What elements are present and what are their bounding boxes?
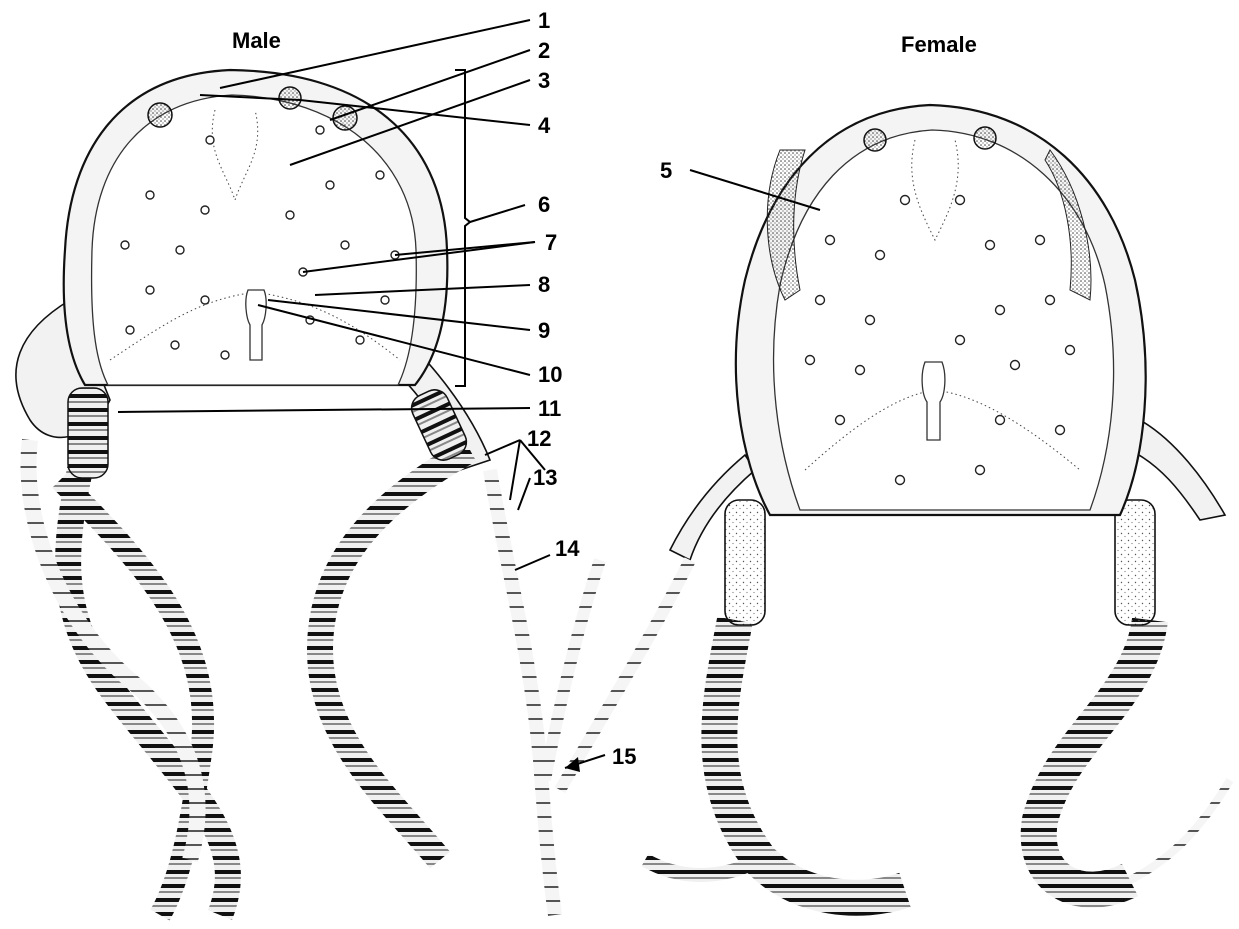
label-9: 9 (538, 318, 550, 343)
male-tentacle-3 (28, 440, 197, 860)
label-3: 3 (538, 68, 550, 93)
label-11: 11 (538, 396, 561, 421)
label-10: 10 (538, 362, 562, 387)
label-8: 8 (538, 272, 550, 297)
female-tentacle-right (1039, 620, 1150, 890)
male-rhopalium-left (148, 103, 172, 127)
label-15: 15 (612, 744, 636, 769)
leader-2 (330, 50, 530, 120)
title-male: Male (232, 28, 281, 53)
male-rhopalium-center (279, 87, 301, 109)
female-tentacle-tip-right (1130, 780, 1230, 880)
male-tentacle-4 (320, 450, 470, 860)
label-5: 5 (660, 158, 672, 183)
label-6: 6 (538, 192, 550, 217)
male-tentacle-5 (490, 470, 555, 915)
label-2: 2 (538, 38, 550, 63)
leader-11 (118, 408, 530, 412)
female-rhopalium-right (974, 127, 996, 149)
leader-14 (515, 555, 550, 570)
title-female: Female (901, 32, 977, 57)
label-1: 1 (538, 8, 550, 33)
label-12: 12 (527, 426, 551, 451)
female-tentacle-left (719, 620, 905, 898)
leader-12a (485, 440, 520, 455)
female-animal (560, 105, 1230, 898)
leader-6 (470, 205, 525, 222)
leader-13 (518, 478, 530, 510)
label-4: 4 (538, 113, 551, 138)
female-leg-left (725, 500, 765, 625)
label-7: 7 (545, 230, 557, 255)
male-tentacle-base-left (68, 388, 108, 478)
female-rhopalium-left (864, 129, 886, 151)
male-animal (16, 70, 600, 915)
leader-12b (510, 440, 520, 500)
female-tentacle-tip-left (645, 860, 760, 875)
label-14: 14 (555, 536, 580, 561)
label-13: 13 (533, 465, 557, 490)
female-leg-right (1115, 500, 1155, 625)
